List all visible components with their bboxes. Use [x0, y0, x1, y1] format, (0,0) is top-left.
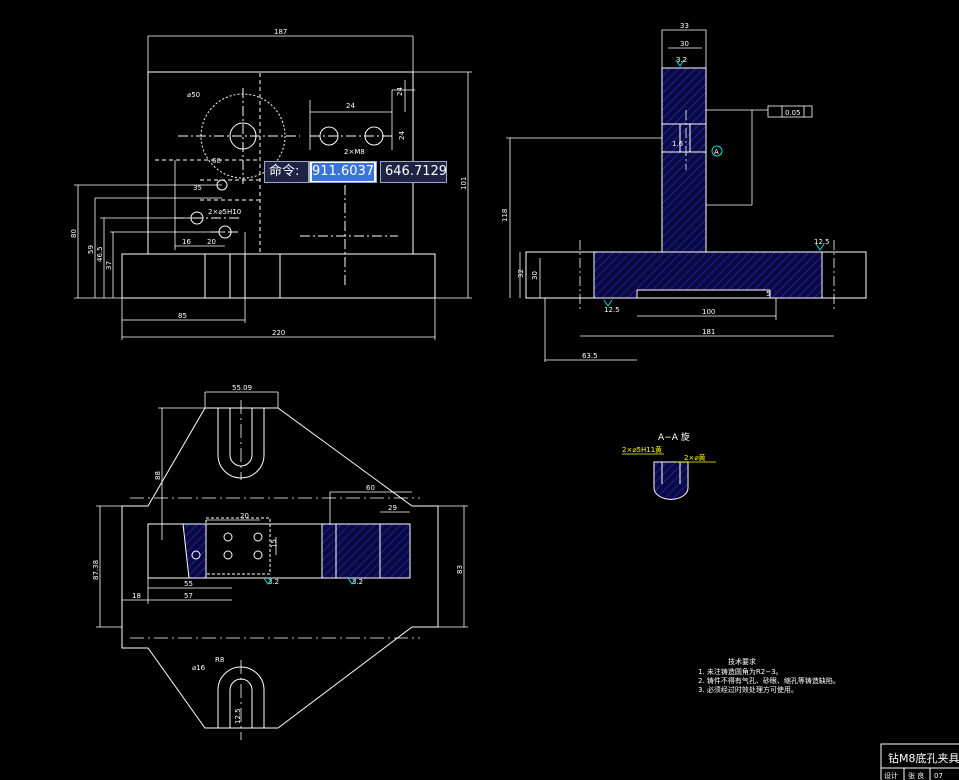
section-hatch	[653, 461, 689, 500]
dim-text: 55.09	[232, 384, 252, 392]
dim-text: 118	[501, 209, 509, 222]
title-block	[880, 743, 959, 780]
dim-text: 63.5	[582, 352, 598, 360]
dim-text: 15	[270, 539, 278, 548]
notes-line: 3. 必须经过时效处理方可使用。	[698, 685, 798, 694]
dim-text: 60	[212, 157, 221, 165]
dim-text: 220	[272, 329, 285, 337]
top-dim-text: 55.09 60 29 20 15 55 57 18 87.38 83 88 3…	[92, 384, 464, 724]
dim-text: 2×⌀5H10	[208, 208, 241, 216]
dim-text: 20	[240, 512, 249, 520]
front-dimension-lines	[74, 35, 472, 340]
dim-text: 12.5	[234, 708, 242, 724]
dim-text: 20	[207, 238, 216, 246]
dim-text: 5	[766, 290, 770, 298]
dim-text: 100	[702, 308, 715, 316]
dim-text: R8	[215, 656, 224, 664]
top-view: 55.09 60 29 20 15 55 57 18 87.38 83 88 3…	[92, 384, 468, 740]
section-title: A−A 旋	[658, 431, 690, 443]
dim-text: 87.38	[92, 560, 100, 580]
dim-text: 32	[517, 269, 525, 278]
dim-text: 24	[396, 87, 404, 96]
front-view	[74, 35, 472, 340]
side-center-lines	[579, 110, 835, 310]
section-right-label: 2×⌀黄	[684, 453, 706, 462]
side-dim-text: 33 30 3.2 1.6 0.05 A 118 32 30 100 181 6…	[501, 22, 830, 360]
command-prompt-label: 命令:	[264, 161, 309, 183]
section-a-a: A−A 旋 2×⌀5H11 黄 2×⌀黄	[622, 431, 716, 500]
dim-text: 3.2	[676, 56, 687, 64]
top-roughness-marks	[263, 577, 357, 585]
dim-text: 3.2	[352, 578, 363, 586]
front-dim-text: 187 ⌀50 24 24 24 2×M8 60 35 2×⌀5H10 16 2…	[70, 28, 468, 337]
side-section-hatch	[594, 68, 822, 298]
dim-text: 35	[193, 184, 202, 192]
front-base-outline	[121, 253, 436, 299]
command-y-input[interactable]: 646.7129	[380, 161, 447, 183]
dim-text: 83	[456, 565, 464, 574]
datum-a-marker	[711, 145, 723, 157]
dim-text: ⌀16	[192, 664, 206, 672]
dim-text: 88	[154, 471, 162, 480]
dim-text: 12.5	[814, 238, 830, 246]
title-block-cell: 设计	[884, 771, 898, 780]
dim-text: 18	[132, 592, 141, 600]
title-block-cell: 张 良	[908, 771, 924, 780]
notes-line: 2. 铸件不得有气孔、砂眼、缩孔等铸造缺陷。	[698, 676, 840, 685]
dim-text: 16	[182, 238, 191, 246]
dim-text: 2×M8	[344, 148, 365, 156]
dim-text: 33	[680, 22, 689, 30]
dim-text: 30	[680, 40, 689, 48]
notes-line: 1. 未注铸造圆角为R2−3。	[698, 667, 783, 676]
front-center-lines	[175, 88, 398, 285]
dim-text: 181	[702, 328, 715, 336]
dim-text: 85	[178, 312, 187, 320]
dim-text: 3.2	[268, 578, 279, 586]
notes-title: 技术要求	[728, 657, 756, 666]
dim-text: 187	[274, 28, 287, 36]
dim-text: 59	[87, 245, 95, 254]
dim-text: 46.5	[96, 246, 104, 262]
technical-notes: 技术要求 1. 未注铸造圆角为R2−3。 2. 铸件不得有气孔、砂眼、缩孔等铸造…	[698, 657, 840, 694]
side-view: 33 30 3.2 1.6 0.05 A 118 32 30 100 181 6…	[501, 22, 867, 362]
command-x-value[interactable]: 911.6037	[312, 163, 375, 181]
dim-text: 30	[531, 271, 539, 280]
tolerance-frame	[767, 105, 813, 118]
section-left-label: 2×⌀5H11	[622, 446, 655, 454]
title-block-title: 钻M8底孔夹具	[888, 751, 959, 765]
dim-text: 55	[184, 580, 193, 588]
top-center-lines	[130, 400, 420, 740]
section-mid-label: 黄	[655, 445, 662, 454]
side-dimension-lines	[506, 29, 834, 362]
dim-text: 1.6	[672, 140, 684, 148]
dim-text: 24	[398, 131, 406, 140]
dim-text: A	[714, 148, 719, 156]
dim-text: ⌀50	[187, 91, 200, 99]
command-x-input[interactable]: 911.6037	[309, 161, 377, 183]
dim-text: 60	[366, 484, 375, 492]
title-block-cell: 07	[934, 772, 943, 780]
dim-text: 29	[388, 504, 397, 512]
dim-text: 0.05	[785, 109, 801, 117]
title-block-text: 钻M8底孔夹具 设计 张 良 07	[884, 751, 959, 780]
dim-text: 101	[460, 177, 468, 190]
dim-text: 24	[346, 102, 355, 110]
dim-text: 12.5	[604, 306, 620, 314]
dim-text: 57	[184, 592, 193, 600]
top-hole	[223, 532, 233, 542]
top-dimension-lines	[96, 391, 468, 628]
dim-text: 80	[70, 229, 78, 238]
dim-text: 37	[105, 261, 113, 270]
roughness-marks	[603, 59, 825, 307]
